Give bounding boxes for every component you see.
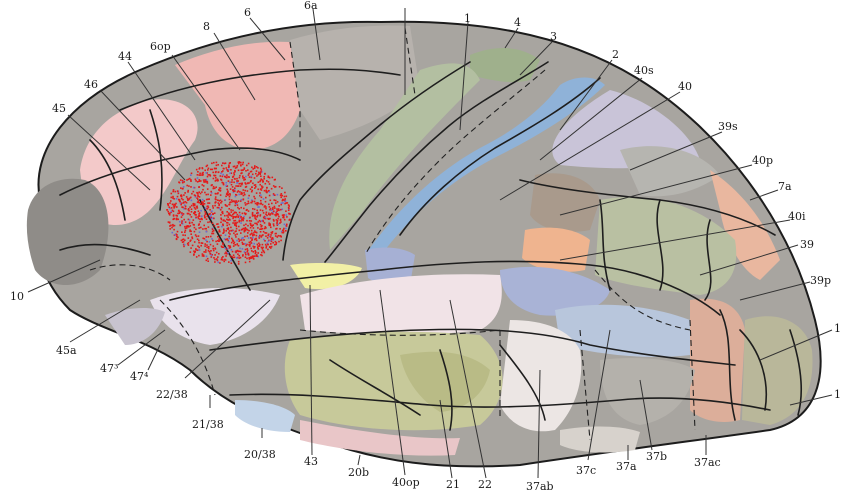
label-2: 2	[612, 48, 619, 61]
label-45: 45	[52, 102, 66, 115]
label-40op: 40op	[392, 476, 420, 489]
label-44: 44	[118, 50, 132, 63]
label-45a: 45a	[56, 344, 77, 357]
label-39p: 39p	[810, 274, 831, 287]
label-37ab: 37ab	[526, 480, 554, 493]
label-20-38: 20/38	[244, 448, 276, 461]
label-40s: 40s	[634, 64, 654, 77]
label-8: 8	[203, 20, 210, 33]
label-37ac: 37ac	[694, 456, 721, 469]
label-37b: 37b	[646, 450, 667, 463]
label-6op: 6op	[150, 40, 171, 53]
label-22-38: 22/38	[156, 388, 188, 401]
label-1-bottomright: 1	[834, 388, 841, 401]
label-40: 40	[678, 80, 692, 93]
label-10: 10	[10, 290, 24, 303]
label-1-right: 1	[834, 322, 841, 335]
label-37c: 37c	[576, 464, 596, 477]
label-21: 21	[446, 478, 460, 491]
label-40i: 40i	[788, 210, 806, 223]
label-39s: 39s	[718, 120, 738, 133]
label-4: 4	[514, 16, 521, 29]
label-40p: 40p	[752, 154, 773, 167]
label-7a: 7a	[778, 180, 792, 193]
label-39: 39	[800, 238, 814, 251]
label-3: 3	[550, 30, 557, 43]
label-1-top: 1	[464, 12, 471, 25]
label-21-38: 21/38	[192, 418, 224, 431]
label-20b: 20b	[348, 466, 369, 479]
label-6a: 6a	[304, 0, 318, 12]
label-43: 43	[304, 455, 318, 468]
label-22: 22	[478, 478, 492, 491]
label-46: 46	[84, 78, 98, 91]
label-47-3: 47³	[100, 362, 118, 375]
label-47-4: 47⁴	[130, 370, 149, 383]
area-frontal-pole-dark	[27, 179, 109, 285]
label-6: 6	[244, 6, 251, 19]
label-37a: 37a	[616, 460, 637, 473]
